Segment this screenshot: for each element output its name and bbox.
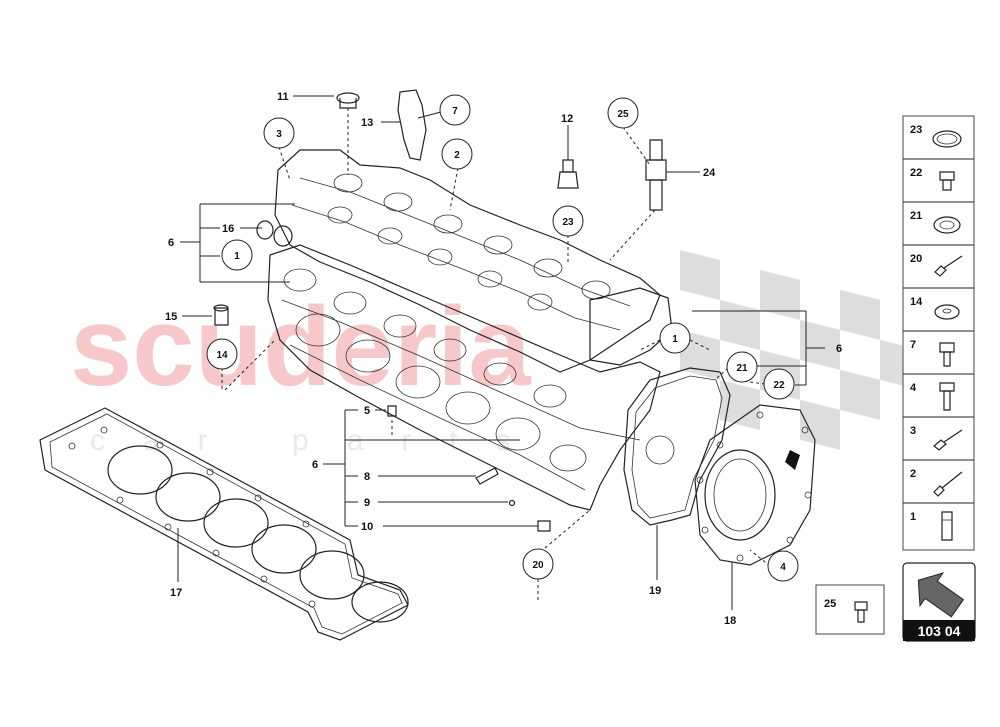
label-6-lower[interactable]: 6 [312, 459, 318, 471]
plug-15-part[interactable] [213, 304, 229, 326]
callout-22[interactable]: 22 [763, 368, 795, 400]
nut-10-part[interactable] [537, 520, 551, 532]
callout-25[interactable]: 25 [607, 97, 639, 129]
callout-1a[interactable]: 1 [221, 239, 253, 271]
label-12[interactable]: 12 [561, 113, 573, 125]
screw-plug-part[interactable] [336, 92, 360, 109]
flange-bolt-icon [933, 429, 963, 451]
callout-4-num: 4 [780, 562, 786, 573]
legend-num: 1 [910, 511, 916, 523]
legend-num: 7 [910, 339, 916, 351]
label-24[interactable]: 24 [703, 167, 716, 179]
legend-row-4[interactable]: 4 [910, 382, 955, 411]
callout-2-num: 2 [454, 150, 460, 161]
legend-row-14[interactable]: 14 [910, 296, 960, 320]
socket-bolt-icon [939, 342, 955, 367]
legend-row-20[interactable]: 20 [910, 253, 963, 277]
callout-7[interactable]: 7 [439, 94, 471, 126]
callout-25-num: 25 [617, 109, 629, 120]
watermark: scuderia car parts [70, 249, 920, 457]
legend-num: 4 [910, 382, 917, 394]
label-15[interactable]: 15 [165, 311, 177, 323]
part-labels: 11 13 12 24 16 6 15 6 5 6 8 9 10 17 19 1… [165, 91, 842, 627]
callout-22-num: 22 [773, 380, 785, 391]
hex-bolt-icon [939, 382, 955, 411]
stud-icon [933, 471, 963, 497]
callout-14[interactable]: 14 [206, 338, 238, 370]
legend-extra-num: 25 [824, 598, 836, 610]
legend-row-1[interactable]: 1 [910, 511, 953, 541]
reference-box: 103 04 [902, 562, 976, 642]
dowel-sleeve-icon [941, 511, 953, 541]
small-parts [213, 89, 667, 532]
legend-num: 23 [910, 124, 922, 136]
plug-part[interactable] [557, 159, 579, 189]
legend-num: 2 [910, 468, 916, 480]
washer-icon [934, 304, 960, 320]
label-19[interactable]: 19 [649, 585, 661, 597]
pin-part[interactable] [387, 405, 397, 417]
callout-1b-num: 1 [672, 334, 678, 345]
sealing-ring-icon [932, 130, 962, 148]
watermark-brand: scuderia [70, 284, 531, 409]
callout-20-num: 20 [532, 560, 544, 571]
checkered-flag-icon [680, 249, 920, 450]
cylinder-head-gasket[interactable] [39, 407, 409, 641]
label-16[interactable]: 16 [222, 223, 234, 235]
timing-cover[interactable] [694, 404, 816, 566]
cylinder-head[interactable] [267, 149, 673, 511]
small-parts-legend: 23 22 21 20 14 7 4 3 [902, 115, 975, 551]
legend-row-2[interactable]: 2 [910, 468, 963, 497]
callout-20[interactable]: 20 [522, 548, 554, 580]
callout-14-num: 14 [216, 350, 228, 361]
callout-21-num: 21 [736, 363, 748, 374]
callout-2[interactable]: 2 [441, 138, 473, 170]
timing-cover-gasket[interactable] [623, 367, 731, 526]
callout-4[interactable]: 4 [767, 550, 799, 582]
callout-3[interactable]: 3 [263, 117, 295, 149]
label-17[interactable]: 17 [170, 587, 182, 599]
label-18[interactable]: 18 [724, 615, 736, 627]
reference-code: 103 04 [918, 623, 961, 639]
long-bolt-icon [934, 255, 963, 277]
legend-row-3[interactable]: 3 [910, 425, 963, 451]
o-ring-part[interactable] [256, 220, 293, 247]
legend-row-25[interactable]: 25 [815, 584, 885, 635]
callout-23-num: 23 [562, 217, 574, 228]
legend-row-22[interactable]: 22 [910, 167, 955, 191]
callout-7-num: 7 [452, 106, 458, 117]
callout-21[interactable]: 21 [726, 351, 758, 383]
label-5[interactable]: 5 [364, 405, 370, 417]
pin-9-part[interactable] [508, 499, 516, 507]
seal-ring-icon [933, 216, 961, 234]
leader-lines [177, 95, 825, 610]
legend-num: 21 [910, 210, 922, 222]
bracket-part[interactable] [397, 89, 427, 161]
legend-num: 20 [910, 253, 922, 265]
legend-num: 14 [910, 296, 923, 308]
legend-row-21[interactable]: 21 [910, 210, 961, 234]
label-10[interactable]: 10 [361, 521, 373, 533]
label-6-right[interactable]: 6 [836, 343, 842, 355]
label-13[interactable]: 13 [361, 117, 373, 129]
legend-row-23[interactable]: 23 [910, 124, 962, 148]
screw-plug-icon [939, 171, 955, 191]
callout-23[interactable]: 23 [552, 205, 584, 237]
legend-row-7[interactable]: 7 [910, 339, 955, 367]
label-8[interactable]: 8 [364, 471, 370, 483]
legend-num: 22 [910, 167, 922, 179]
callout-3-num: 3 [276, 129, 282, 140]
callout-1b[interactable]: 1 [659, 322, 691, 354]
direction-arrow-icon [917, 572, 965, 618]
legend-num: 3 [910, 425, 916, 437]
label-11[interactable]: 11 [277, 91, 289, 103]
sensor-part[interactable] [645, 139, 667, 211]
label-9[interactable]: 9 [364, 497, 370, 509]
label-6-top[interactable]: 6 [168, 237, 174, 249]
small-bolt-icon [854, 601, 868, 623]
bolt-8-part[interactable] [475, 467, 499, 485]
callout-1a-num: 1 [234, 251, 240, 262]
